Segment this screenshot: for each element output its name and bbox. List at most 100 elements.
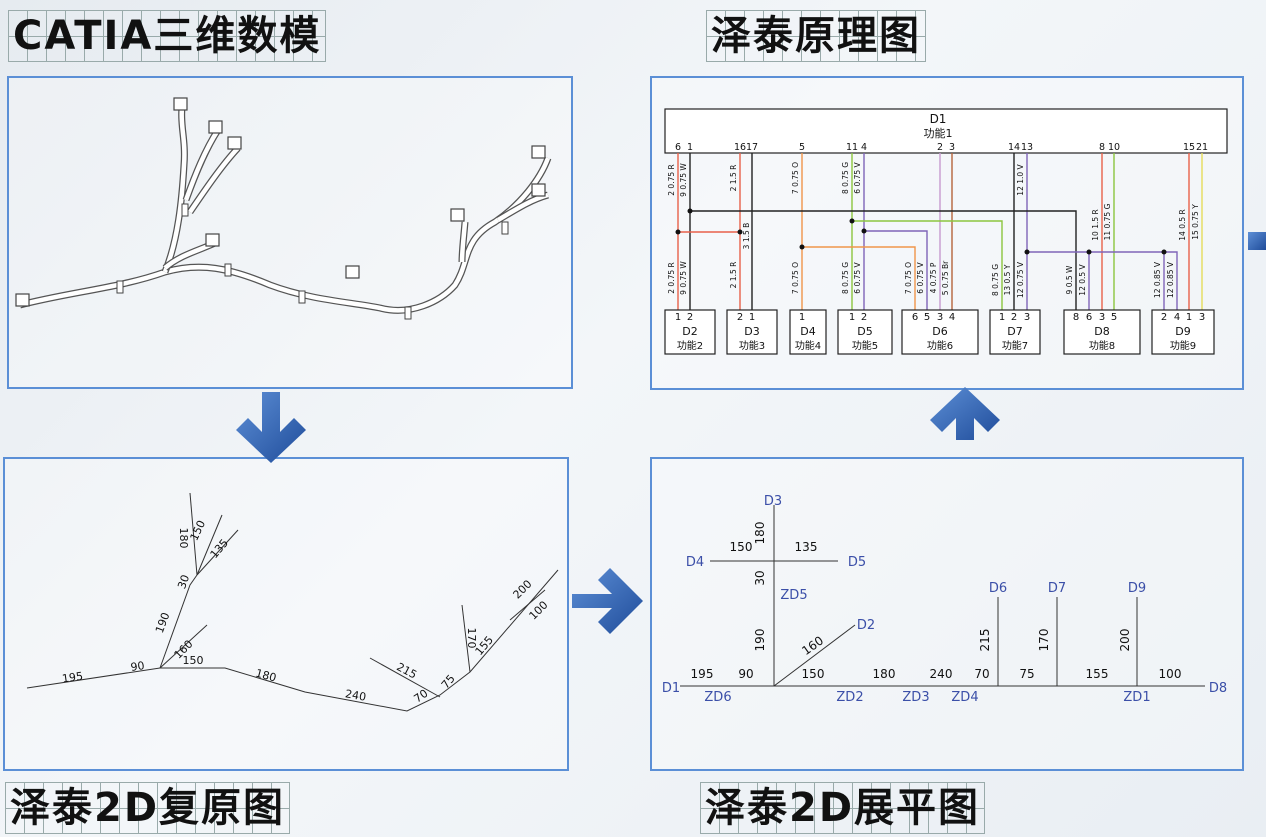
wire-label: 9 0.75 W <box>679 163 688 197</box>
segment-line <box>773 624 856 687</box>
wire-label: 15 0.75 Y <box>1191 204 1200 240</box>
connector-func: 功能7 <box>1002 339 1028 352</box>
connector-func: 功能3 <box>739 339 765 352</box>
harness-clip <box>116 280 124 294</box>
panel-2d-restore <box>3 457 569 771</box>
pin-label: 2 <box>861 312 867 323</box>
wire-label: 7 0.75 O <box>791 162 800 194</box>
pin-label: 2 <box>937 142 943 153</box>
connector-func: 功能4 <box>795 339 821 352</box>
pin-label: 3 <box>937 312 943 323</box>
connector-box-d8 <box>1063 309 1141 355</box>
connector-func: 功能2 <box>677 339 703 352</box>
connector-box-d4 <box>789 309 827 355</box>
arrow-right-partial-icon <box>1248 232 1266 250</box>
pin-label: 2 <box>1011 312 1017 323</box>
connector-name: D3 <box>744 325 759 338</box>
wire-label: 9 0.75 W <box>679 261 688 295</box>
splice-dot <box>737 229 743 235</box>
length-label: 30 <box>175 573 192 591</box>
harness-connector <box>208 120 223 134</box>
wire-label: 12 1.0 V <box>1016 163 1025 195</box>
wire <box>1027 251 1178 310</box>
wire-label: 2 1.5 R <box>729 165 738 192</box>
pin-label: 2 <box>687 312 693 323</box>
node-label: ZD6 <box>704 690 731 705</box>
connector-box-d5 <box>837 309 893 355</box>
pin-label: 17 <box>746 142 758 153</box>
wire-label: 2 0.75 R <box>667 164 676 195</box>
segment-line <box>189 492 198 576</box>
wire-label: 11 0.75 G <box>1103 203 1112 240</box>
pin-label: 1 <box>749 312 755 323</box>
pin-label: 16 <box>734 142 746 153</box>
pin-label: 1 <box>687 142 693 153</box>
pin-label: 2 <box>737 312 743 323</box>
connector-name: D8 <box>1094 325 1109 338</box>
pin-label: 15 <box>1183 142 1195 153</box>
wire-label: 12 0.5 V <box>1078 263 1087 295</box>
length-label: 135 <box>795 540 818 554</box>
harness-branch-fill <box>19 157 551 313</box>
wire-label: 2 0.75 R <box>667 262 676 293</box>
pin-label: 6 <box>675 142 681 153</box>
harness-connector <box>205 233 220 247</box>
wire <box>802 246 916 310</box>
length-label: 240 <box>344 687 367 703</box>
wire-label: 8 0.75 G <box>841 162 850 194</box>
splice-dot <box>675 229 681 235</box>
connector-label: D5 <box>848 555 866 570</box>
wire <box>864 230 928 310</box>
segment-line <box>196 529 239 576</box>
length-label: 75 <box>439 672 458 691</box>
wire-label: 2 1.5 R <box>729 262 738 289</box>
wire-label: 8 0.75 G <box>841 262 850 294</box>
connector-label: D6 <box>989 581 1007 596</box>
pin-label: 1 <box>1186 312 1192 323</box>
length-label: 160 <box>799 633 826 658</box>
length-label: 150 <box>802 667 825 681</box>
length-label: 180 <box>177 528 190 549</box>
connector-label: D1 <box>662 681 680 696</box>
node-label: ZD5 <box>780 588 807 603</box>
pin-label: 5 <box>799 142 805 153</box>
length-label: 90 <box>130 659 146 674</box>
segment-line <box>26 569 559 712</box>
connector-name: D7 <box>1007 325 1022 338</box>
connector-func: 功能8 <box>1089 339 1115 352</box>
segment-line <box>509 589 546 621</box>
node-label: ZD3 <box>902 690 929 705</box>
pin-label: 4 <box>1174 312 1180 323</box>
splice-dot <box>1024 249 1030 255</box>
pin-label: 5 <box>1111 312 1117 323</box>
connector-box-d1 <box>664 108 1228 154</box>
pin-label: 5 <box>924 312 930 323</box>
splice-dot <box>799 244 805 250</box>
wire-label: 8 0.75 G <box>991 264 1000 296</box>
harness-branch-fill <box>162 107 187 273</box>
pin-label: 4 <box>861 142 867 153</box>
wire-label: 12 0.85 V <box>1166 261 1175 298</box>
length-label: 180 <box>873 667 896 681</box>
length-label: 75 <box>1019 667 1034 681</box>
length-label: 70 <box>974 667 989 681</box>
node-label: ZD1 <box>1123 690 1150 705</box>
harness-clip <box>501 221 509 235</box>
length-label: 190 <box>753 629 767 652</box>
wire-label: 9 0.5 W <box>1065 265 1074 294</box>
length-label: 215 <box>978 629 992 652</box>
harness-connector <box>531 183 546 197</box>
length-label: 150 <box>183 654 204 667</box>
connector-box-d3 <box>726 309 778 355</box>
node-label: ZD4 <box>951 690 978 705</box>
pin-label: 21 <box>1196 142 1208 153</box>
harness-clip <box>224 263 232 277</box>
harness-branch-fill <box>188 146 240 214</box>
harness-clip <box>404 306 412 320</box>
length-label: 180 <box>753 522 767 545</box>
length-label: 30 <box>753 570 767 585</box>
title-catia-3d-model: CATIA三维数模 <box>8 10 327 62</box>
pin-label: 2 <box>1161 312 1167 323</box>
connector-label: D3 <box>764 494 782 509</box>
